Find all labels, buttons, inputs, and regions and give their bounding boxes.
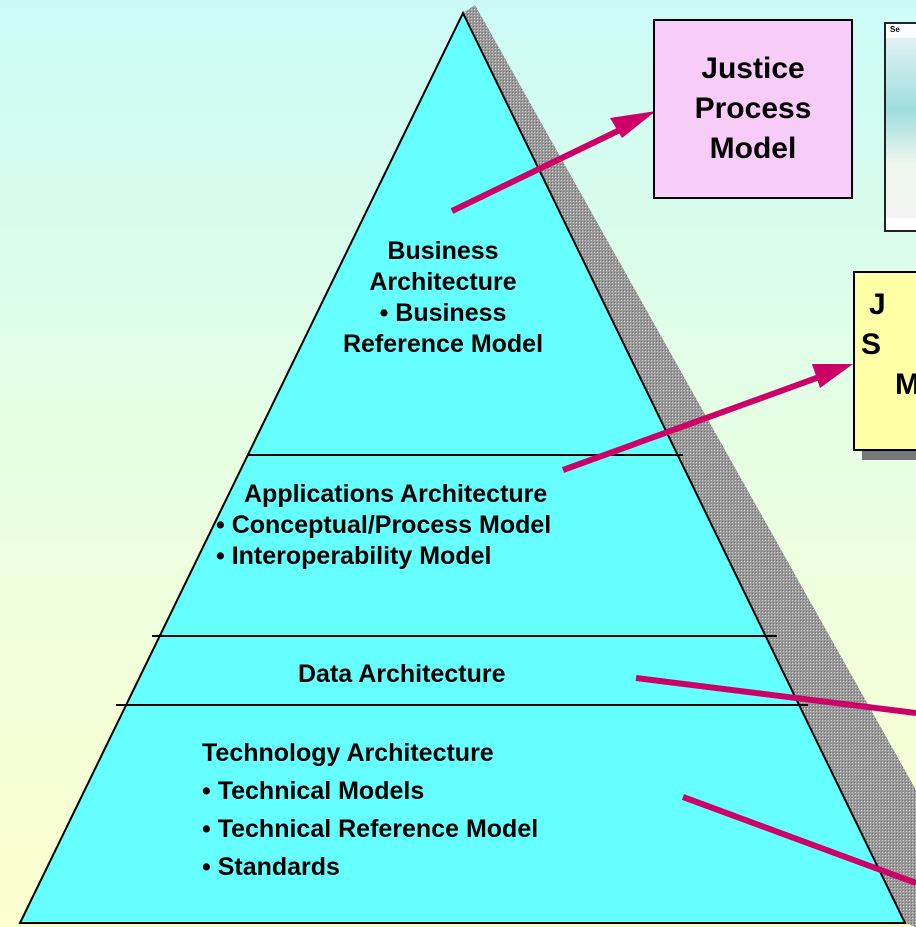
business-title-line-1: Business [387,237,499,265]
yellow-box-line-2: S [861,328,882,361]
applications-bullet-2: • Interoperability Model [216,542,492,570]
justice-process-model-line-1: Justice [701,52,805,85]
arrow-technology-architecture [681,794,916,886]
business-architecture-label: Business Architecture • Business Referen… [318,236,568,360]
technology-architecture-label: Technology Architecture • Technical Mode… [202,734,742,886]
data-architecture-label: Data Architecture [298,660,506,688]
justice-process-model-line-3: Model [709,132,797,165]
technology-bullet-3: • Standards [202,853,340,881]
justice-process-model-box: Justice Process Model [653,19,853,199]
yellow-box-line-3: M [895,368,916,401]
applications-title: Applications Architecture [244,480,548,508]
business-title-line-2: Architecture [369,268,517,296]
business-bullet: • Business [379,299,507,327]
technology-bullet-1: • Technical Models [202,777,425,805]
technology-bullet-2: • Technical Reference Model [202,815,539,843]
arrow-applications-to-box [561,364,853,473]
thumbnail-caption: Se [890,25,900,34]
business-bullet-continued: Reference Model [342,330,544,358]
process-model-thumbnail: Se [884,22,916,232]
justice-process-model-line-2: Process [694,92,812,125]
applications-bullet-1: • Conceptual/Process Model [216,511,552,539]
yellow-box-line-1: J [869,288,886,321]
pyramid-body [18,10,907,924]
applications-architecture-label: Applications Architecture • Conceptual/P… [216,479,736,572]
yellow-callout-box: J S M [853,271,916,451]
arrow-business-to-process-model [450,111,656,214]
thumbnail-image [886,38,916,218]
technology-title: Technology Architecture [202,739,494,767]
arrow-data-architecture [635,675,916,716]
